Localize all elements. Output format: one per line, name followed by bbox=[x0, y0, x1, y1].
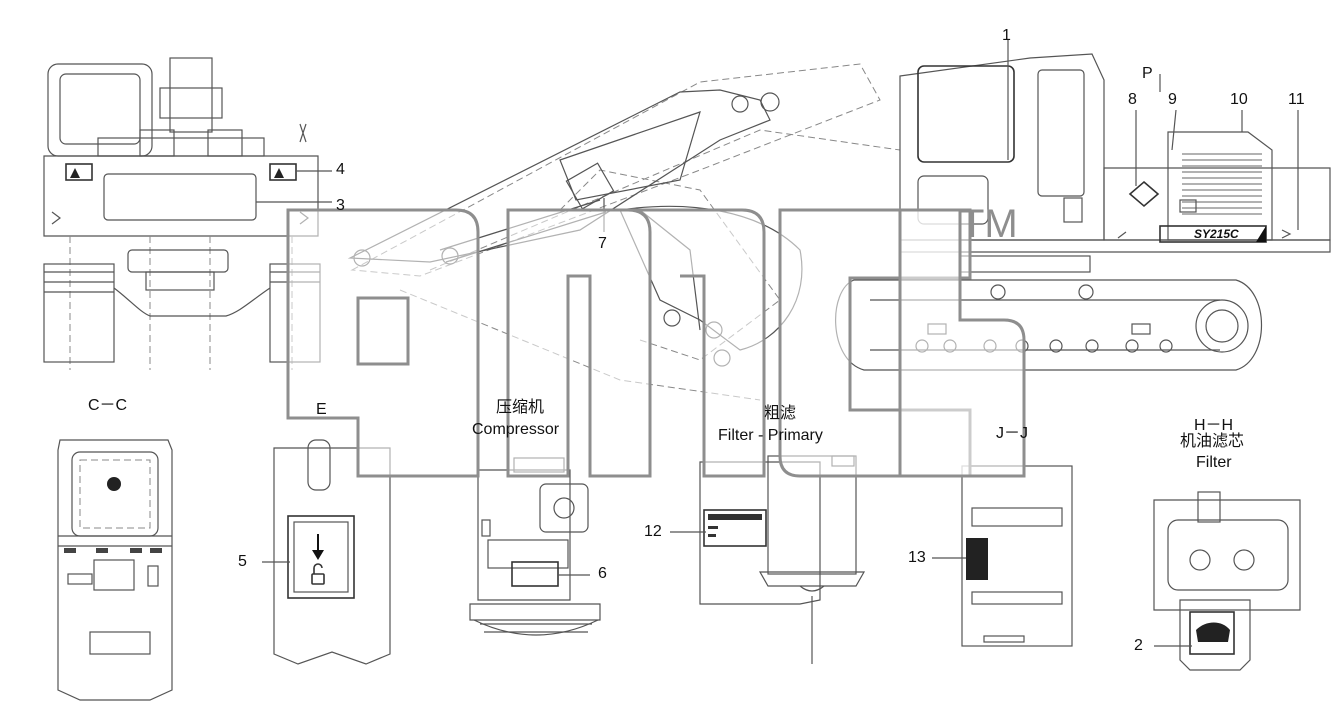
decal-model-text: SY215C bbox=[1194, 227, 1239, 241]
caption-filter-primary-en: Filter - Primary bbox=[718, 427, 823, 444]
caption-filter-primary-cn: 粗滤 bbox=[764, 405, 797, 422]
compressor-drawing bbox=[469, 457, 601, 636]
callout-6: 6 bbox=[598, 565, 607, 582]
callout-2: 2 bbox=[1134, 637, 1143, 654]
section-jj-drawing bbox=[932, 465, 1073, 647]
callout-9: 9 bbox=[1168, 91, 1177, 108]
section-label-hh: H－H bbox=[1194, 417, 1234, 434]
callout-11: 11 bbox=[1288, 91, 1305, 108]
callout-7: 7 bbox=[598, 235, 607, 252]
primary-filter-drawing bbox=[670, 455, 866, 664]
section-label-jj: J－J bbox=[996, 425, 1029, 442]
watermark-logo bbox=[286, 208, 1026, 478]
caption-compressor-cn: 压缩机 bbox=[496, 399, 545, 416]
callout-4: 4 bbox=[336, 161, 345, 178]
callout-1: 1 bbox=[1002, 27, 1011, 44]
section-label-cc: C－C bbox=[88, 397, 128, 414]
section-e-drawing bbox=[262, 439, 391, 665]
section-cc-drawing bbox=[57, 439, 173, 701]
caption-compressor-en: Compressor bbox=[472, 421, 560, 438]
callout-13: 13 bbox=[908, 549, 926, 566]
watermark-tm: TM bbox=[960, 202, 1018, 246]
oil-filter-drawing bbox=[1153, 491, 1301, 671]
callout-5: 5 bbox=[238, 553, 247, 570]
section-label-p: P bbox=[1142, 65, 1153, 82]
callout-3: 3 bbox=[336, 197, 345, 214]
section-label-e: E bbox=[316, 401, 327, 418]
callout-8: 8 bbox=[1128, 91, 1137, 108]
caption-oil-filter-en: Filter bbox=[1196, 454, 1232, 471]
caption-oil-filter-cn: 机油滤芯 bbox=[1180, 433, 1245, 450]
callout-12: 12 bbox=[644, 523, 662, 540]
callout-10: 10 bbox=[1230, 91, 1248, 108]
